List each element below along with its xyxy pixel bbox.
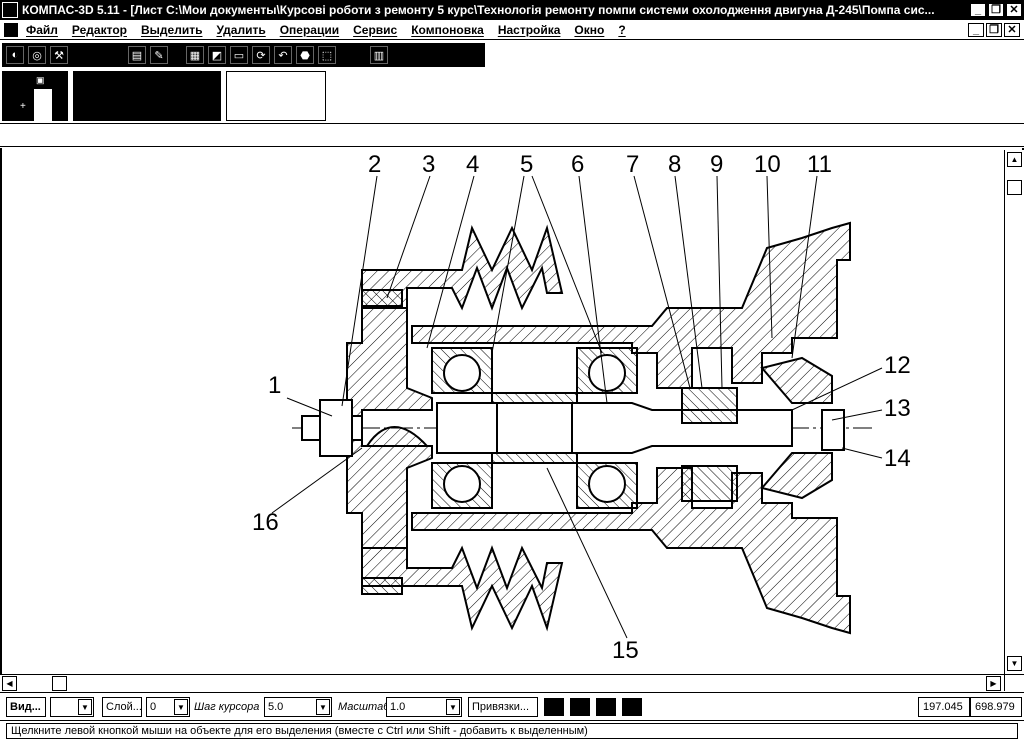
step-select[interactable]: 5.0 ▼: [264, 697, 332, 717]
menu-bar: Файл Редактор Выделить Удалить Операции …: [0, 20, 1024, 40]
tool-panel[interactable]: [73, 71, 221, 121]
window-title: КОМПАС-3D 5.11 - [Лист C:\Мои документы\…: [22, 3, 935, 17]
layer-button[interactable]: Слой...: [102, 697, 142, 717]
property-bar: [0, 123, 1024, 147]
menu-settings[interactable]: Настройка: [497, 22, 561, 37]
chevron-down-icon[interactable]: ▼: [446, 699, 460, 715]
callout-8: 8: [668, 151, 681, 178]
view-select[interactable]: ▼: [50, 697, 94, 717]
step-label: Шаг курсора: [194, 701, 260, 713]
scroll-right-icon[interactable]: ▶: [986, 676, 1001, 691]
mode-button-1[interactable]: [544, 698, 564, 716]
mode-button-4[interactable]: [622, 698, 642, 716]
menu-delete[interactable]: Удалить: [216, 22, 266, 37]
horizontal-scroll-thumb[interactable]: [52, 676, 67, 691]
step-value: 5.0: [268, 701, 284, 713]
mode-button-2[interactable]: [570, 698, 590, 716]
close-button[interactable]: ✕: [1006, 3, 1022, 17]
horizontal-scrollbar[interactable]: ◀ ▶: [0, 674, 1004, 691]
calc-icon[interactable]: ▦: [186, 46, 204, 64]
vertical-scroll-thumb[interactable]: [1007, 180, 1022, 195]
menu-edit[interactable]: Редактор: [71, 22, 127, 37]
doc-restore-button[interactable]: ❐: [986, 23, 1002, 37]
mode-button-3[interactable]: [596, 698, 616, 716]
layer-value: 0: [150, 701, 157, 713]
callout-1: 1: [268, 372, 281, 399]
doc-icon[interactable]: ◩: [208, 46, 226, 64]
pump-assembly-drawing: 1 2 3 4 5 6 7 8 9 10 11 12 13 14 15 16: [252, 151, 911, 664]
menu-select[interactable]: Выделить: [140, 22, 203, 37]
scroll-left-icon[interactable]: ◀: [2, 676, 17, 691]
menu-operations[interactable]: Операции: [279, 22, 340, 37]
zoom-icon[interactable]: ⬣: [296, 46, 314, 64]
scale-value: 1.0: [390, 701, 406, 713]
menu-window[interactable]: Окно: [574, 22, 605, 37]
doc-close-button[interactable]: ✕: [1004, 23, 1020, 37]
drawing-canvas[interactable]: 1 2 3 4 5 6 7 8 9 10 11 12 13 14 15 16: [0, 148, 1024, 690]
vertical-scrollbar[interactable]: ▲ ▼: [1004, 150, 1024, 674]
save-icon[interactable]: ◎: [28, 46, 46, 64]
scale-label: Масштаб: [338, 701, 390, 713]
callout-9: 9: [710, 151, 723, 178]
list-icon[interactable]: ▭: [230, 46, 248, 64]
chevron-down-icon[interactable]: ▼: [316, 699, 330, 715]
scale-select[interactable]: 1.0 ▼: [386, 697, 462, 717]
open-icon[interactable]: ◐: [6, 46, 24, 64]
pen-icon[interactable]: ✎: [150, 46, 168, 64]
callout-5: 5: [520, 151, 533, 178]
undo-icon[interactable]: ↶: [274, 46, 292, 64]
hint-bar: Щелкните левой кнопкой мыши на объекте д…: [0, 720, 1024, 742]
scroll-down-icon[interactable]: ▼: [1007, 656, 1022, 671]
callout-14: 14: [884, 445, 911, 472]
hint-text: Щелкните левой кнопкой мыши на объекте д…: [6, 723, 1018, 739]
compact-panel[interactable]: ▣ +: [2, 71, 68, 121]
menu-help[interactable]: ?: [618, 22, 626, 37]
callout-7: 7: [626, 151, 639, 178]
callout-3: 3: [422, 151, 435, 178]
plus-icon: +: [20, 101, 26, 112]
callout-4: 4: [466, 151, 479, 178]
main-toolbar: ◐ ◎ ⚒ ▤ ✎ ▦ ◩ ▭ ⟳ ↶ ⬣ ⬚ ▥: [2, 43, 485, 67]
scroll-corner: [1004, 674, 1024, 691]
menu-layout[interactable]: Компоновка: [411, 22, 484, 37]
callout-11: 11: [807, 151, 832, 178]
status-bar: Вид... ▼ Слой... 0 ▼ Шаг курсора 5.0 ▼ М…: [0, 692, 1024, 720]
panel-save-icon: ▣: [36, 75, 45, 85]
scroll-up-icon[interactable]: ▲: [1007, 152, 1022, 167]
props-icon[interactable]: ▤: [128, 46, 146, 64]
pan-icon[interactable]: ⬚: [318, 46, 336, 64]
callout-6: 6: [571, 151, 584, 178]
callout-16: 16: [252, 509, 279, 536]
panel-bar: [34, 89, 52, 121]
coord-y: 698.979: [970, 697, 1022, 717]
minimize-button[interactable]: _: [970, 3, 986, 17]
snap-button[interactable]: Привязки...: [468, 697, 538, 717]
copy-icon[interactable]: ⚒: [50, 46, 68, 64]
document-icon[interactable]: [4, 22, 18, 37]
menu-service[interactable]: Сервис: [353, 22, 398, 37]
title-bar: КОМПАС-3D 5.11 - [Лист C:\Мои документы\…: [0, 0, 1024, 20]
restore-button[interactable]: ❐: [988, 3, 1004, 17]
page-icon[interactable]: ▥: [370, 46, 388, 64]
chevron-down-icon[interactable]: ▼: [78, 699, 92, 715]
callout-15: 15: [612, 637, 639, 664]
app-icon[interactable]: [2, 2, 18, 18]
coord-x: 197.045: [918, 697, 970, 717]
menu-file[interactable]: Файл: [26, 22, 58, 37]
doc-minimize-button[interactable]: _: [968, 23, 984, 37]
redraw-icon[interactable]: ⟳: [252, 46, 270, 64]
view-button[interactable]: Вид...: [6, 697, 46, 717]
callout-13: 13: [884, 395, 911, 422]
callout-12: 12: [884, 352, 911, 379]
layer-select[interactable]: 0 ▼: [146, 697, 190, 717]
callout-10: 10: [754, 151, 781, 178]
preview-panel: [226, 71, 326, 121]
callout-2: 2: [368, 151, 381, 178]
chevron-down-icon[interactable]: ▼: [174, 699, 188, 715]
